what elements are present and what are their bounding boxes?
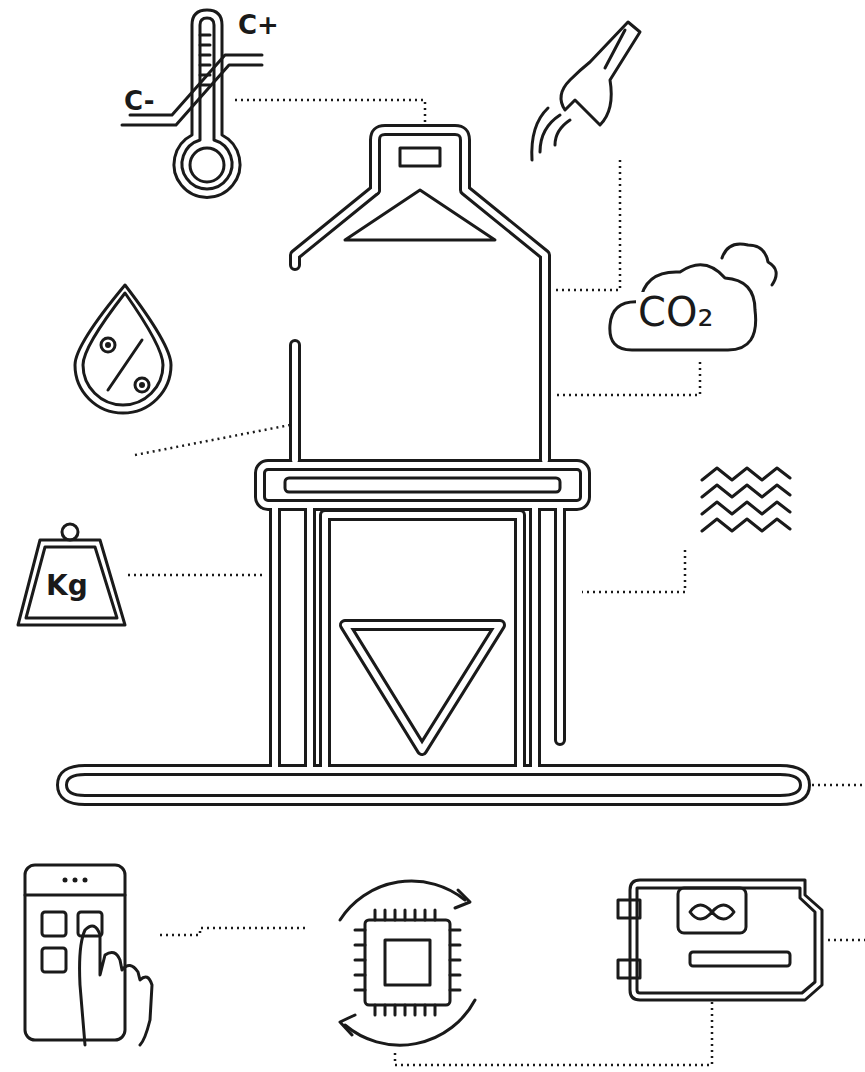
phone-app-icon <box>25 865 152 1045</box>
unit-label: Kg <box>46 572 88 600</box>
thermometer-icon <box>122 10 262 197</box>
humidity-drop-icon <box>75 285 171 413</box>
scale-mark: C- <box>124 88 154 114</box>
arduino-board-icon <box>618 880 822 1000</box>
weight-icon <box>18 524 125 625</box>
gas-label: CO₂ <box>636 292 715 332</box>
vibration-icon <box>702 468 790 531</box>
co2-cloud-icon <box>610 244 776 350</box>
sensor-icon <box>532 22 640 160</box>
processor-icon <box>340 881 475 1045</box>
scale-mark: C+ <box>238 12 279 38</box>
